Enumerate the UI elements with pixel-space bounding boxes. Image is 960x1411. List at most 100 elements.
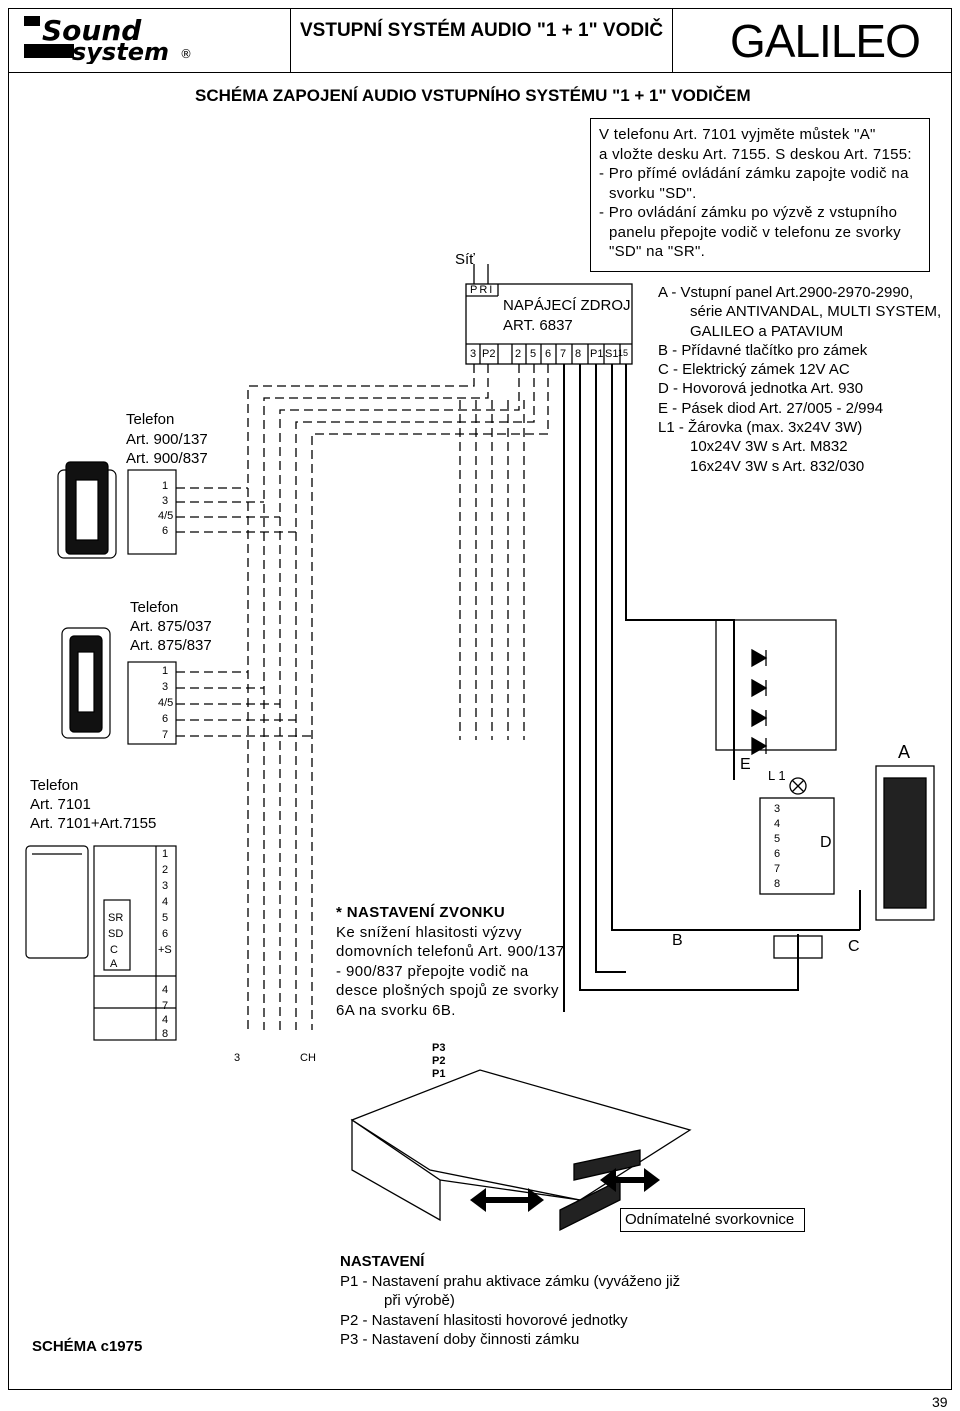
phone2-terminal: 1 — [162, 665, 169, 677]
unit-terminal: 8 — [774, 878, 781, 890]
wire-label-ch: CH — [300, 1052, 316, 1064]
phone3-label: Art. 7101+Art.7155 — [30, 815, 157, 832]
settings-line: P3 - Nastavení doby činnosti zámku — [340, 1331, 580, 1348]
schema-id: SCHÉMA c1975 — [32, 1338, 143, 1355]
page-frame — [8, 8, 952, 1390]
ps-terminal: 2 — [515, 348, 522, 360]
bell-setting-note: * NASTAVENÍ ZVONKU Ke snížení hlasitosti… — [336, 903, 564, 1020]
unit-terminal: 4 — [774, 818, 781, 830]
ps-terminal: 6 — [545, 348, 552, 360]
legend-item: E - Pásek diod Art. 27/005 - 2/994 — [658, 399, 884, 417]
entry-panel-a — [875, 765, 935, 921]
ps-terminal: P2 — [482, 348, 496, 360]
svg-text:Sound: Sound — [42, 14, 142, 47]
legend-item: GALILEO a PATAVIUM — [690, 322, 844, 340]
legend-item: A - Vstupní panel Art.2900-2970-2990, — [658, 284, 914, 301]
phone3-inner-terminal: C — [110, 944, 118, 956]
legend-item: série ANTIVANDAL, MULTI SYSTEM, — [690, 303, 942, 321]
phone2-label: Art. 875/837 — [130, 637, 212, 654]
label-c: C — [848, 938, 860, 955]
note-box: V telefonu Art. 7101 vyjměte můstek "A" … — [590, 118, 930, 272]
pri-label: PRI — [470, 284, 495, 296]
page-number: 39 — [932, 1394, 948, 1410]
unit-terminal: 3 — [774, 803, 781, 815]
unit-terminal: 5 — [774, 833, 781, 845]
legend-item: L1 - Žárovka (max. 3x24V 3W) — [658, 419, 863, 437]
label-d: D — [820, 834, 832, 851]
svg-text:®: ® — [180, 47, 192, 61]
note-line: a vložte desku Art. 7155. S deskou Art. … — [599, 145, 912, 163]
phone2-label: Telefon — [130, 599, 179, 616]
header-divider-left — [290, 8, 291, 72]
phone3-terminal: 4 — [162, 896, 169, 908]
bell-note-line: domovních telefonů Art. 900/137 — [336, 943, 565, 960]
phone3-inner-terminal: SR — [108, 912, 124, 924]
phone1-terminal: 6 — [162, 525, 169, 537]
phone2-terminal: 6 — [162, 713, 169, 725]
note-line: - Pro přímé ovládání zámku zapojte vodič… — [599, 165, 909, 182]
legend-item: D - Hovorová jednotka Art. 930 — [658, 380, 864, 398]
bell-note-line: desce plošných spojů ze svorky — [336, 982, 559, 999]
phone2-terminal: 7 — [162, 729, 169, 741]
unit-terminal: 7 — [774, 863, 781, 875]
ps-terminal: 3 — [470, 348, 477, 360]
label-b: B — [672, 932, 683, 949]
galileo-logo: GALILEO — [730, 15, 921, 67]
settings-block: NASTAVENÍ P1 - Nastavení prahu aktivace … — [340, 1252, 680, 1350]
legend-item: 10x24V 3W s Art. M832 — [690, 438, 848, 456]
bell-note-line: 6A na svorku 6B. — [336, 1001, 456, 1019]
phone1-label: Art. 900/137 — [126, 431, 208, 448]
phone3-label: Art. 7101 — [30, 796, 91, 813]
phone2-label: Art. 875/037 — [130, 618, 212, 635]
ps-terminal: S1 — [605, 348, 619, 360]
label-a: A — [898, 742, 911, 762]
header-divider-right — [672, 8, 673, 72]
ps-terminal: 8 — [575, 348, 582, 360]
sound-system-logo: Sound system ® — [24, 14, 192, 64]
note-line: svorku "SD". — [609, 184, 697, 202]
label-e: E — [740, 756, 751, 773]
device-label-p1: P1 — [432, 1068, 446, 1080]
phone3-terminal: 2 — [162, 864, 169, 876]
diagram-title: SCHÉMA ZAPOJENÍ AUDIO VSTUPNÍHO SYSTÉMU … — [195, 86, 751, 105]
bulb-l1 — [759, 777, 835, 895]
removable-terminals-label: Odnímatelné svorkovnice — [620, 1208, 805, 1232]
phone3-terminal: +S — [158, 944, 172, 956]
settings-line: při výrobě) — [384, 1292, 455, 1309]
power-supply-name: NAPÁJECÍ ZDROJ — [503, 297, 631, 314]
bell-note-line: - 900/837 přepojte vodič na — [336, 962, 529, 980]
phone1-terminal: 3 — [162, 495, 169, 507]
phone1-label: Art. 900/837 — [126, 450, 208, 467]
legend-item: C - Elektrický zámek 12V AC — [658, 361, 850, 379]
note-line: panelu přepojte vodič v telefonu ze svor… — [609, 223, 901, 241]
wire-label-3: 3 — [234, 1052, 241, 1064]
ps-terminal: 7 — [560, 348, 567, 360]
note-line: - Pro ovládání zámku po výzvě z vstupníh… — [599, 204, 898, 221]
power-supply-box — [465, 283, 633, 365]
device-label-p2: P2 — [432, 1055, 446, 1067]
header-divider — [8, 72, 952, 73]
phone1-terminal: 1 — [162, 480, 169, 492]
telefon-900-icon — [57, 461, 177, 559]
phone3-terminal: 6 — [162, 928, 169, 940]
power-supply-art: ART. 6837 — [503, 317, 573, 334]
phone1-terminal: 4/5 — [158, 510, 174, 522]
phone3-terminal: 5 — [162, 912, 169, 924]
device-label-p3: P3 — [432, 1042, 446, 1054]
phone3-terminal: 1 — [162, 848, 169, 860]
phone3-terminal: 4 — [162, 1014, 169, 1026]
svg-text:system: system — [72, 38, 169, 64]
bell-note-line: Ke snížení hlasitosti výzvy — [336, 923, 522, 941]
legend: A - Vstupní panel Art.2900-2970-2990, sé… — [658, 283, 941, 476]
header-title: VSTUPNÍ SYSTÉM AUDIO "1 + 1" VODIČ — [300, 20, 664, 41]
telefon-7101-icon — [25, 845, 177, 1041]
ps-terminal: 5 — [530, 348, 537, 360]
site-label: Síť — [455, 251, 475, 268]
settings-title: NASTAVENÍ — [340, 1253, 425, 1270]
phone1-label: Telefon — [126, 411, 175, 428]
phone2-terminal: 3 — [162, 681, 169, 693]
phone3-label: Telefon — [30, 777, 79, 794]
power-supply-device — [350, 1069, 692, 1232]
phone3-terminal: 8 — [162, 1028, 169, 1040]
